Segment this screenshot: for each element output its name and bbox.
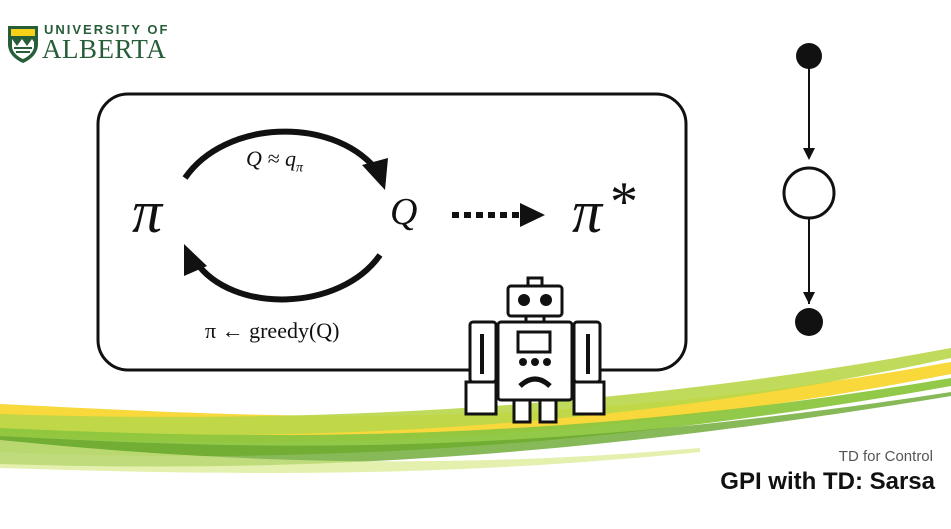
backup-diagram-icon — [782, 43, 836, 336]
improvement-arrowhead — [184, 244, 207, 276]
evaluation-label-sub: π — [295, 160, 303, 176]
evaluation-label-main: Q ≈ q — [246, 146, 296, 171]
logo-alberta-text: ALBERTA — [42, 34, 167, 64]
pi-star-symbol: π — [572, 179, 603, 245]
slide-title: GPI with TD: Sarsa — [720, 468, 935, 495]
shield-logo-icon — [8, 26, 38, 63]
star-superscript: * — [610, 171, 638, 233]
evaluation-arrowhead — [362, 158, 388, 190]
decorative-wave — [0, 348, 951, 474]
dotted-arrowhead — [520, 203, 545, 227]
logo-university-text: UNIVERSITY OF — [44, 22, 170, 37]
pi-symbol: π — [132, 179, 163, 245]
q-symbol: Q — [390, 191, 418, 233]
robot-icon — [464, 276, 606, 424]
state-node-bottom — [795, 308, 823, 336]
slide-subtitle: TD for Control — [838, 448, 933, 465]
improvement-arrow — [193, 253, 383, 303]
action-node — [782, 166, 836, 220]
improvement-label: π ← greedy(Q) — [205, 318, 340, 343]
state-node-top — [796, 43, 822, 69]
gpi-box — [96, 92, 688, 372]
evaluation-arrow — [182, 128, 378, 180]
evaluation-label: Q ≈ qπ — [246, 146, 303, 176]
